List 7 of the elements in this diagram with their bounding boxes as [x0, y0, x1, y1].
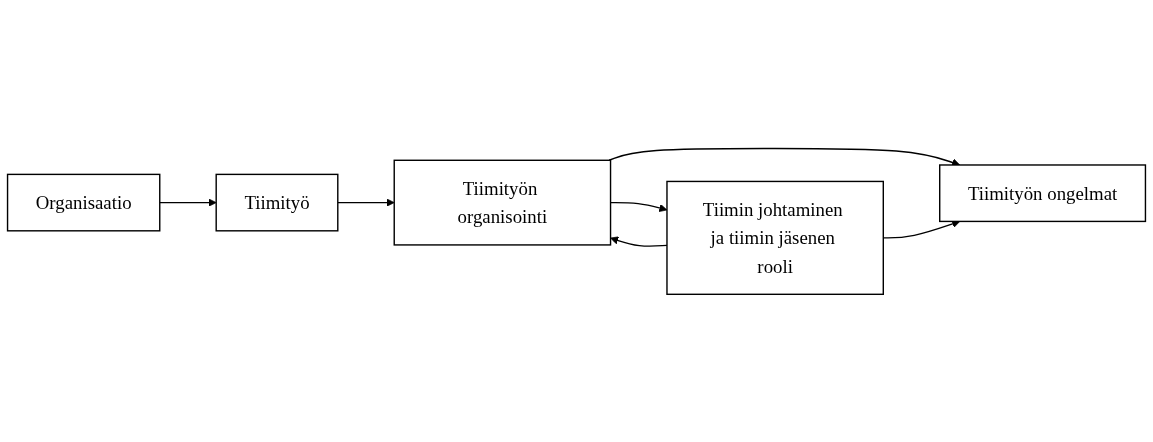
node-box: Tiimityön ongelmat: [939, 163, 1147, 222]
node-box: Tiimityön organisointi: [393, 159, 612, 246]
arrow: [159, 198, 217, 207]
node-box: Tiimityö: [215, 173, 339, 232]
node-box: Tiimin johtaminen ja tiimin jäsenen rooli: [666, 180, 884, 295]
arrow: [337, 198, 395, 207]
node-box: Organisaatio: [6, 173, 161, 232]
